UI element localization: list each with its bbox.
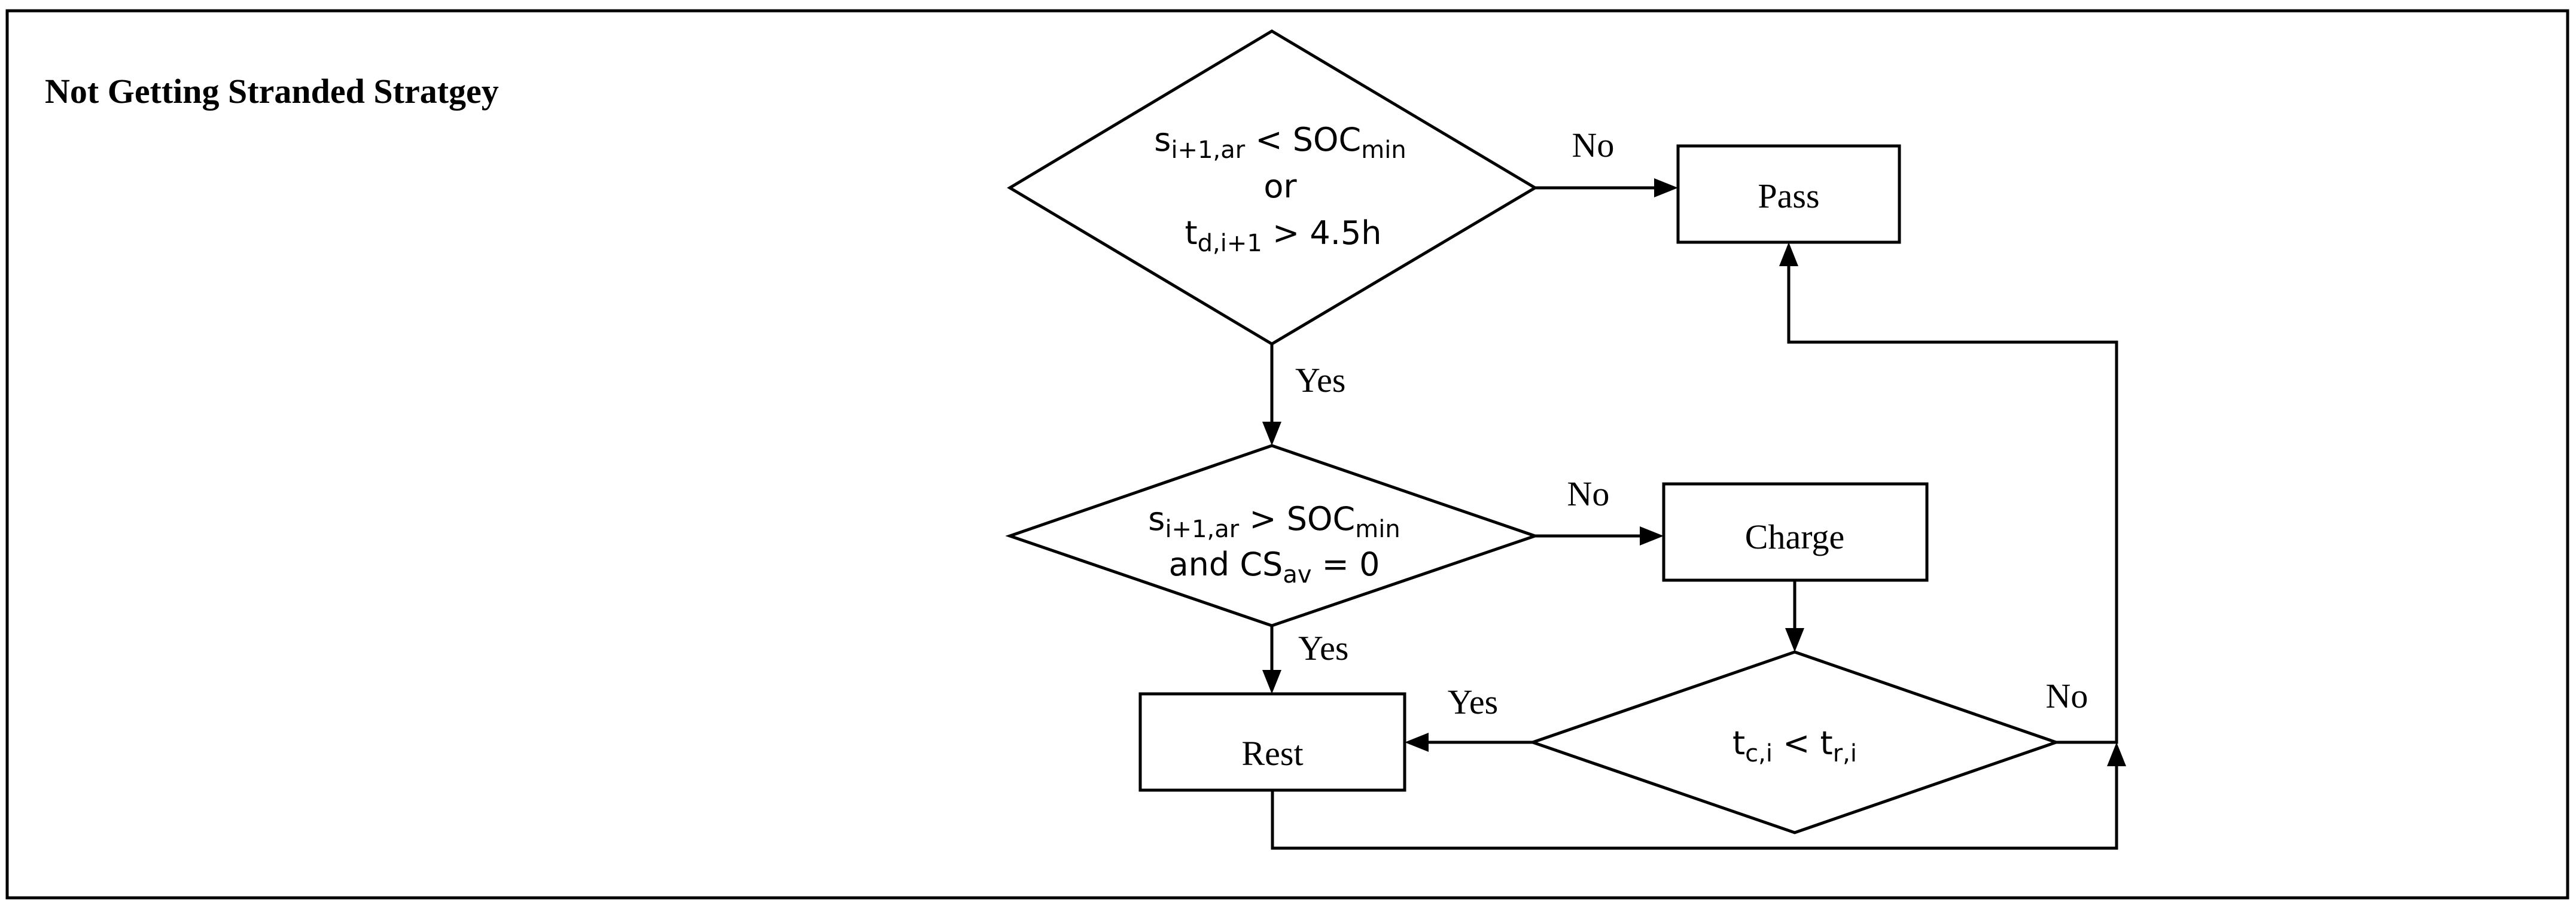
edge-rest-loop (1271, 762, 2118, 850)
d1-line1: si+1,ar < SOCmin (1154, 121, 1406, 164)
d3-text: tc,i < tr,i (1732, 724, 1857, 767)
diagram-title: Not Getting Stranded Stratgey (45, 72, 499, 111)
d2-line1: si+1,ar > SOCmin (1148, 500, 1400, 543)
arrowhead-d3-pass (1779, 242, 1798, 266)
pass-box (1676, 144, 1901, 244)
edge-label-d1-yes: Yes (1295, 361, 1345, 400)
d2-line2: and CSav = 0 (1169, 546, 1380, 589)
edge-d3-pass (1787, 262, 2118, 744)
arrowhead-charge-d3 (1785, 628, 1804, 652)
arrowhead-d2-rest (1262, 670, 1281, 694)
arrowhead-d3-rest (1405, 733, 1429, 752)
d1-line3: td,i+1 > 4.5h (1185, 214, 1381, 257)
d1-line2: or (1263, 167, 1297, 205)
rest-box (1138, 692, 1406, 792)
rest-label: Rest (1241, 734, 1303, 773)
outer-border (5, 9, 2569, 900)
charge-box (1662, 482, 1929, 582)
arrowhead-d1-pass (1654, 178, 1678, 197)
edge-label-d1-no: No (1572, 126, 1615, 164)
arrowhead-rest-loop (2107, 742, 2126, 766)
arrowhead-d1-d2 (1262, 422, 1281, 446)
edge-label-d2-yes: Yes (1298, 629, 1348, 668)
edge-label-d3-no: No (2046, 677, 2088, 715)
edge-label-d3-yes: Yes (1448, 682, 1498, 721)
arrowhead-d2-charge (1640, 526, 1664, 546)
pass-label: Pass (1758, 176, 1819, 215)
decision-charge-vs-rest-time (1528, 650, 2061, 834)
charge-label: Charge (1745, 517, 1844, 556)
edge-label-d2-no: No (1567, 474, 1610, 513)
